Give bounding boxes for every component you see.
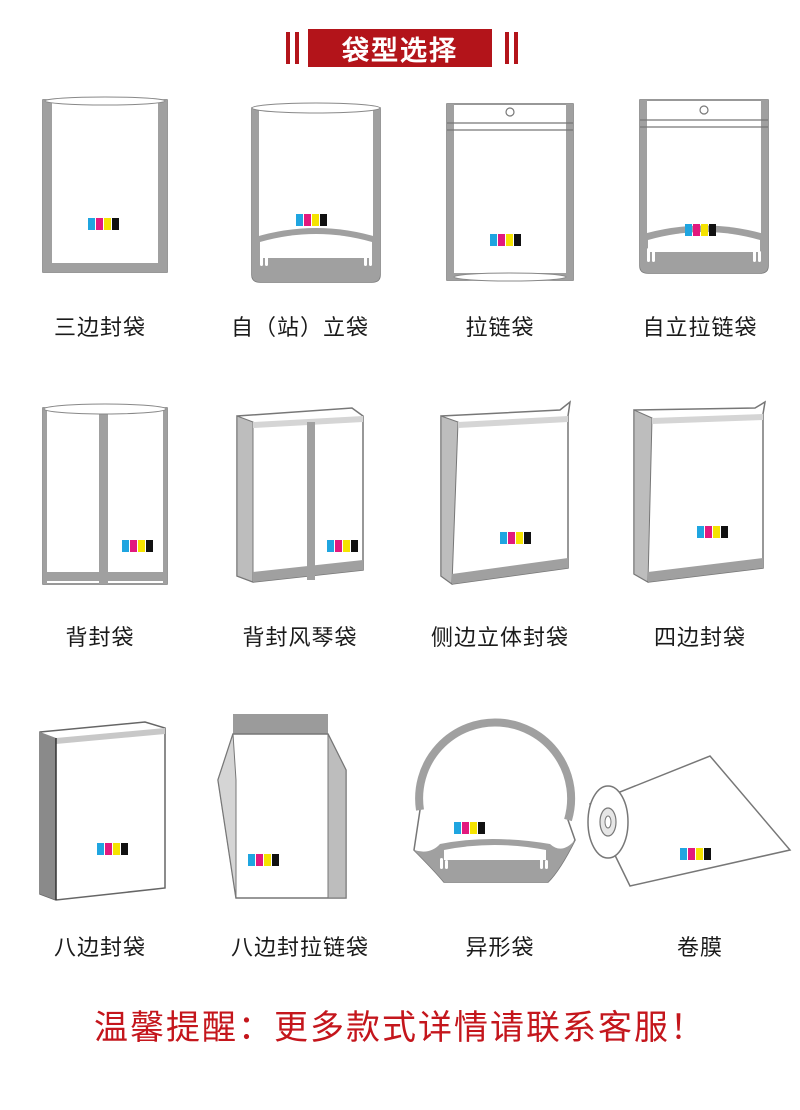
bag-type-label: 自（站）立袋 [230,316,369,341]
side-gusset-bag-icon [440,400,572,585]
color-swatch-icon [500,532,531,544]
decor-bar [505,32,509,64]
bag-type-side-gusset[interactable]: 侧边立体封袋 [400,400,600,700]
back-seal-gusset-bag-icon [236,407,364,583]
bag-type-label: 八边封拉链袋 [230,936,369,961]
roll-film-icon [587,755,792,887]
bag-type-four-side-seal[interactable]: 四边封袋 [600,400,800,700]
color-swatch-icon [327,540,358,552]
bag-type-three-side-seal[interactable]: 三边封袋 [0,90,200,390]
bag-type-back-seal-gusset[interactable]: 背封风琴袋 [200,400,400,700]
back-seal-bag-icon [42,403,168,585]
bag-type-label: 背封风琴袋 [242,626,358,651]
color-swatch-icon [97,843,128,855]
bag-type-shaped[interactable]: 异形袋 [400,710,600,1010]
color-swatch-icon [697,526,728,538]
color-swatch-icon [122,540,153,552]
color-swatch-icon [685,224,716,236]
color-swatch-icon [296,214,327,226]
decor-bar [295,32,299,64]
four-side-seal-bag-icon [633,400,767,583]
zipper-bag-icon [446,103,574,282]
color-swatch-icon [248,854,279,866]
bag-type-stand-up-zipper[interactable]: 自立拉链袋 [600,90,800,390]
header-banner: 袋型选择 [0,22,800,72]
color-swatch-icon [490,234,521,246]
bag-type-label: 八边封袋 [53,936,146,961]
stand-up-pouch-icon [251,102,381,283]
bag-type-stand-up-pouch[interactable]: 自（站）立袋 [200,90,400,390]
bag-type-label: 三边封袋 [53,316,146,341]
decor-bar [514,32,518,64]
bag-type-eight-side-seal-zipper[interactable]: 八边封拉链袋 [200,710,400,1010]
footer-notice: 温馨提醒：更多款式详情请联系客服！ [94,1008,706,1048]
shaped-bag-icon [413,718,576,883]
bag-type-label: 异形袋 [465,936,535,961]
bag-type-eight-side-seal[interactable]: 八边封袋 [0,710,200,1010]
bag-type-label: 卷膜 [676,936,723,961]
color-swatch-icon [88,218,119,230]
bag-type-roll-film[interactable]: 卷膜 [587,710,800,1010]
bag-type-label: 自立拉链袋 [642,316,758,341]
bag-type-label: 侧边立体封袋 [430,626,569,651]
eight-side-seal-bag-icon [39,721,166,901]
decor-bar [286,32,290,64]
color-swatch-icon [680,848,711,860]
eight-side-seal-zipper-bag-icon [217,714,347,899]
bag-type-label: 拉链袋 [465,316,535,341]
bag-type-back-seal[interactable]: 背封袋 [0,400,200,700]
bag-type-label: 四边封袋 [653,626,746,651]
page-title: 袋型选择 [308,29,492,67]
stand-up-zipper-bag-icon [639,99,769,274]
color-swatch-icon [454,822,485,834]
bag-type-label: 背封袋 [65,626,135,651]
bag-type-zipper[interactable]: 拉链袋 [400,90,600,390]
three-side-seal-bag-icon [42,96,168,273]
